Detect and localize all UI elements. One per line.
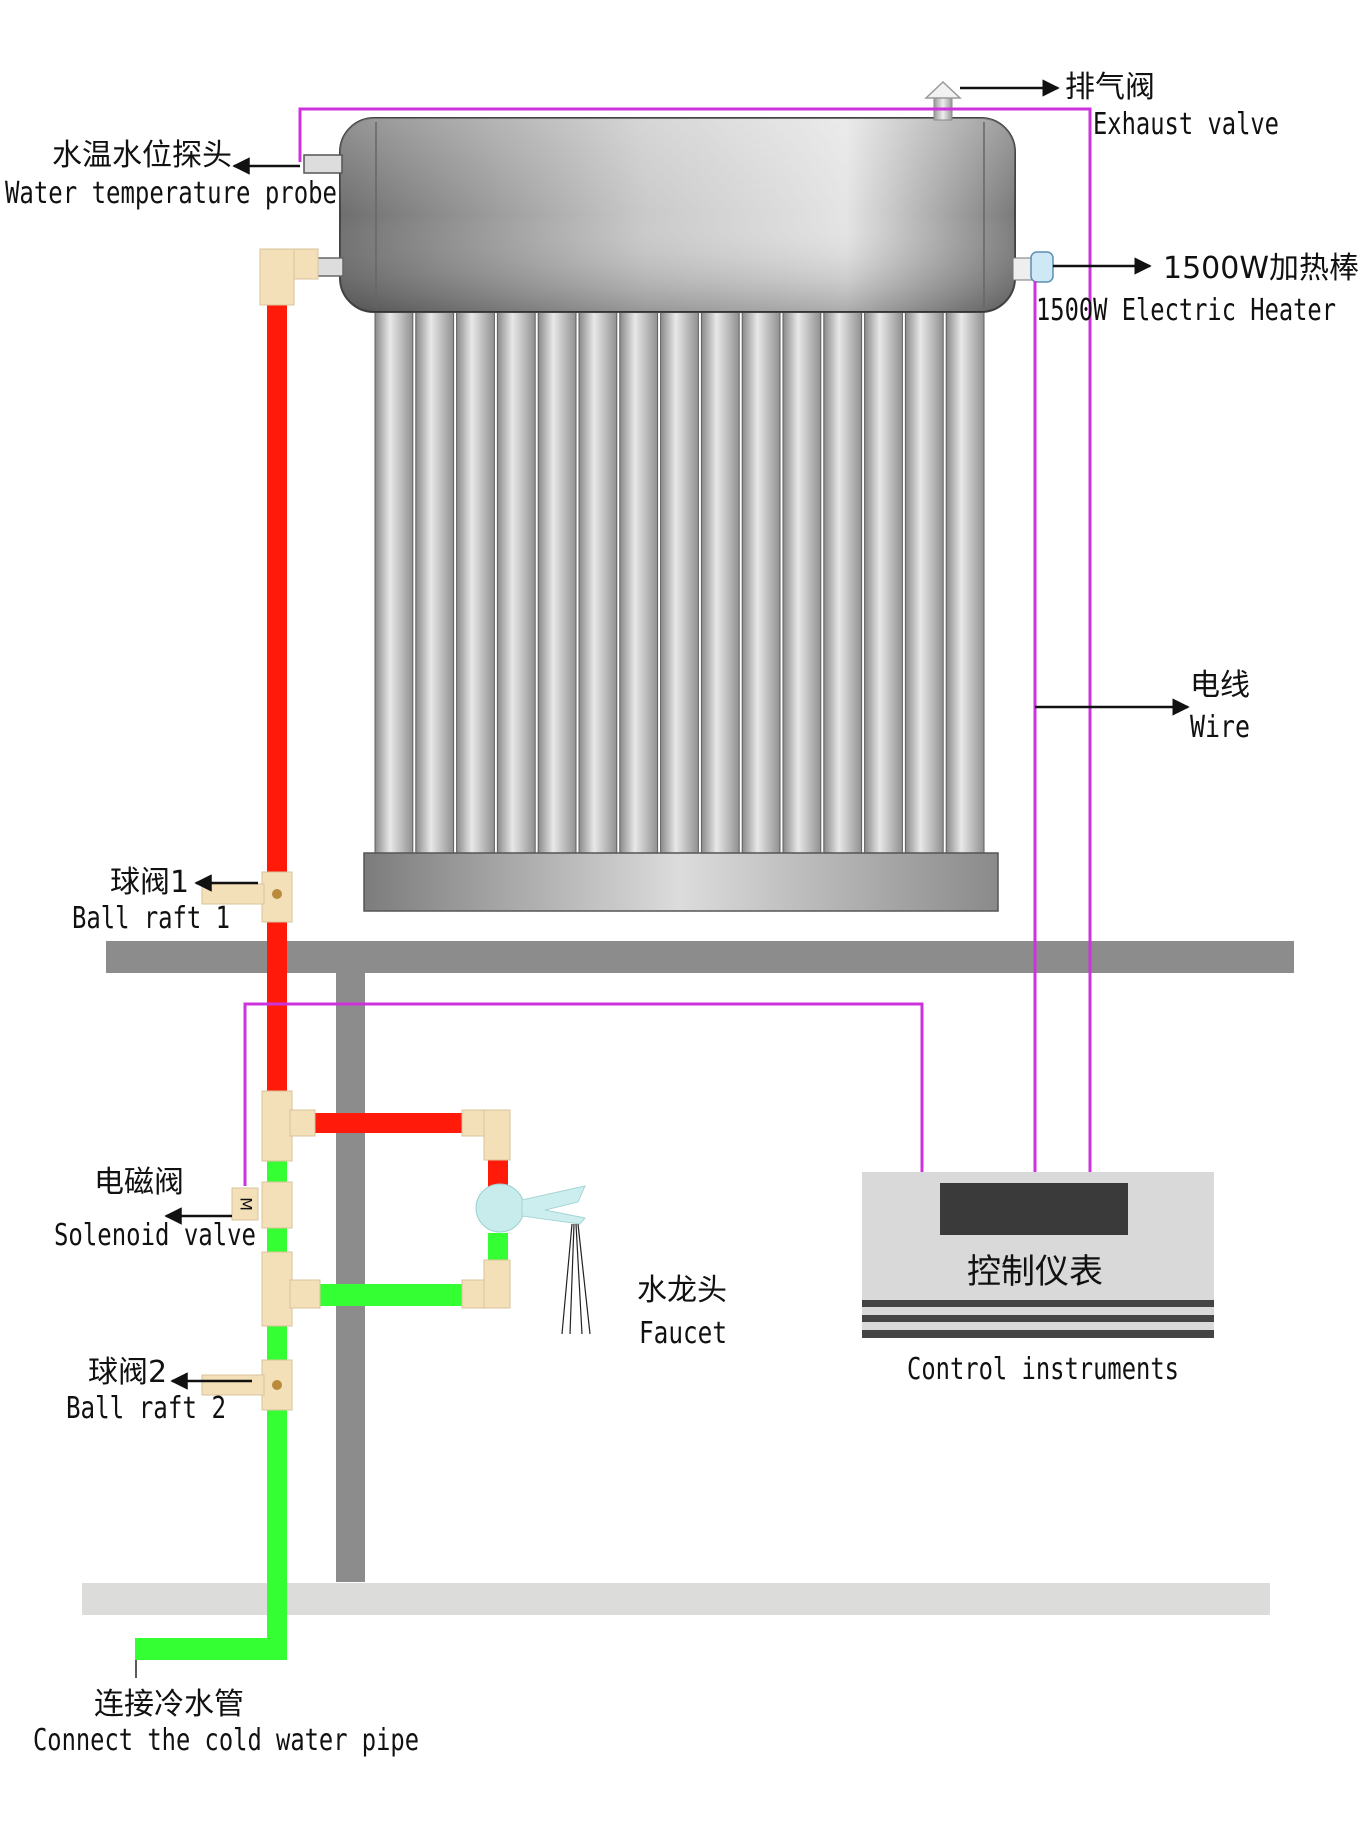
solenoid-label-zh: 电磁阀 — [94, 1165, 184, 1200]
probe-label-en: Water temperature probe — [5, 176, 337, 211]
vacuum-tube-array — [374, 299, 985, 859]
cold-water-pipe — [135, 1160, 508, 1660]
wire-label-en: Wire — [1190, 710, 1250, 745]
vacuum-tube — [374, 299, 414, 859]
control-label-zh: 控制仪表 — [967, 1252, 1103, 1292]
vacuum-tube — [945, 299, 985, 859]
vacuum-tube — [537, 299, 577, 859]
faucet-label-zh: 水龙头 — [637, 1273, 727, 1308]
leader-arrows — [164, 79, 1190, 1390]
probe-fitting — [303, 154, 343, 174]
vacuum-tube — [782, 299, 822, 859]
vacuum-tube — [904, 299, 944, 859]
ball-raft-2-knob — [272, 1380, 282, 1390]
solenoid-wire — [243, 1002, 924, 1186]
vacuum-tube — [700, 299, 740, 859]
faucet-label-en: Faucet — [639, 1316, 727, 1351]
control-display — [940, 1183, 1128, 1235]
solenoid-label-en: Solenoid valve — [54, 1218, 256, 1253]
cold-pipe-label-en: Connect the cold water pipe — [33, 1723, 419, 1758]
water-tank — [339, 117, 1016, 313]
ball-raft-1-label-zh: 球阀1 — [110, 865, 189, 900]
vacuum-tube — [496, 299, 536, 859]
pipe-fittings — [201, 248, 511, 1411]
vacuum-tube — [456, 299, 495, 859]
heater-label-en: 1500W Electric Heater — [1036, 293, 1336, 328]
exhaust-label-en: Exhaust valve — [1093, 107, 1279, 142]
support-post — [336, 948, 365, 1582]
vacuum-tube — [660, 299, 699, 859]
vacuum-tube — [741, 299, 781, 859]
cold-pipe-label-zh: 连接冷水管 — [94, 1687, 244, 1722]
roof-beam — [106, 941, 1294, 973]
vacuum-tube — [619, 299, 659, 859]
exhaust-valve — [924, 80, 962, 121]
probe-wire — [298, 107, 1092, 1172]
tank-outlet-nipple — [314, 257, 344, 277]
wire-label-zh: 电线 — [1190, 668, 1250, 703]
ball-raft-2-label-en: Ball raft 2 — [66, 1391, 226, 1426]
ball-raft-1-label-en: Ball raft 1 — [72, 901, 230, 936]
probe-label-zh: 水温水位探头 — [52, 138, 232, 173]
ball-raft-2-label-zh: 球阀2 — [88, 1355, 167, 1390]
control-instrument — [862, 1172, 1214, 1338]
exhaust-label-zh: 排气阀 — [1065, 70, 1155, 105]
collector-base — [363, 852, 999, 912]
vacuum-tube — [823, 299, 863, 859]
vacuum-tube — [578, 299, 618, 859]
heater-label-zh: 1500W加热棒 — [1163, 251, 1359, 286]
floor-slab — [82, 1583, 1270, 1615]
control-label-en: Control instruments — [907, 1352, 1179, 1387]
vacuum-tube — [864, 299, 903, 859]
ball-raft-1-knob — [272, 889, 282, 899]
wires — [243, 107, 1092, 1186]
vacuum-tube — [415, 299, 455, 859]
faucet — [475, 1183, 591, 1335]
electric-heater — [1012, 251, 1054, 283]
solenoid-mark: M — [237, 1197, 256, 1211]
